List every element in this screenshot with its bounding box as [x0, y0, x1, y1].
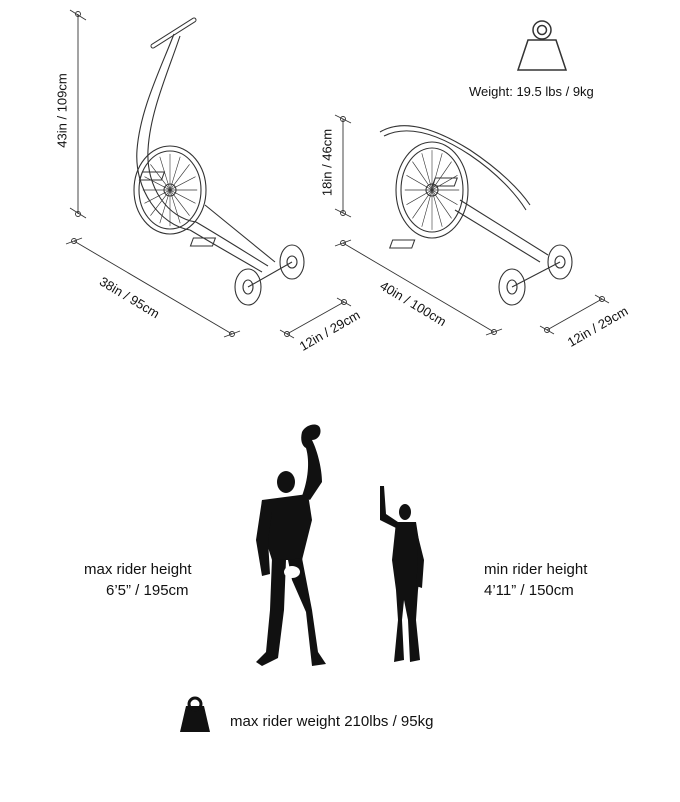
bike-upright-illustration [133, 17, 305, 306]
height-folded-label: 18in / 46cm [319, 128, 335, 197]
max-rider-silhouette [256, 424, 326, 666]
bike-folded-illustration [379, 125, 573, 306]
weight-label: Weight: 19.5 lbs / 9kg [469, 84, 594, 99]
max-rider-weight-label: max rider weight 210lbs / 95kg [230, 713, 434, 730]
min-rider-silhouette [380, 486, 424, 662]
height-upright-label: 43in / 109cm [54, 73, 70, 148]
weight-icon-filled [180, 696, 210, 732]
min-rider-height-title: min rider height [484, 561, 588, 578]
dimension-lines-upright [65, 9, 352, 339]
weight-icon [516, 20, 568, 71]
max-rider-height-title: max rider height [84, 561, 192, 578]
max-rider-height-value: 6’5” / 195cm [106, 582, 189, 599]
min-rider-height-value: 4’11” / 150cm [484, 582, 574, 599]
dimension-lines-folded [334, 114, 610, 336]
